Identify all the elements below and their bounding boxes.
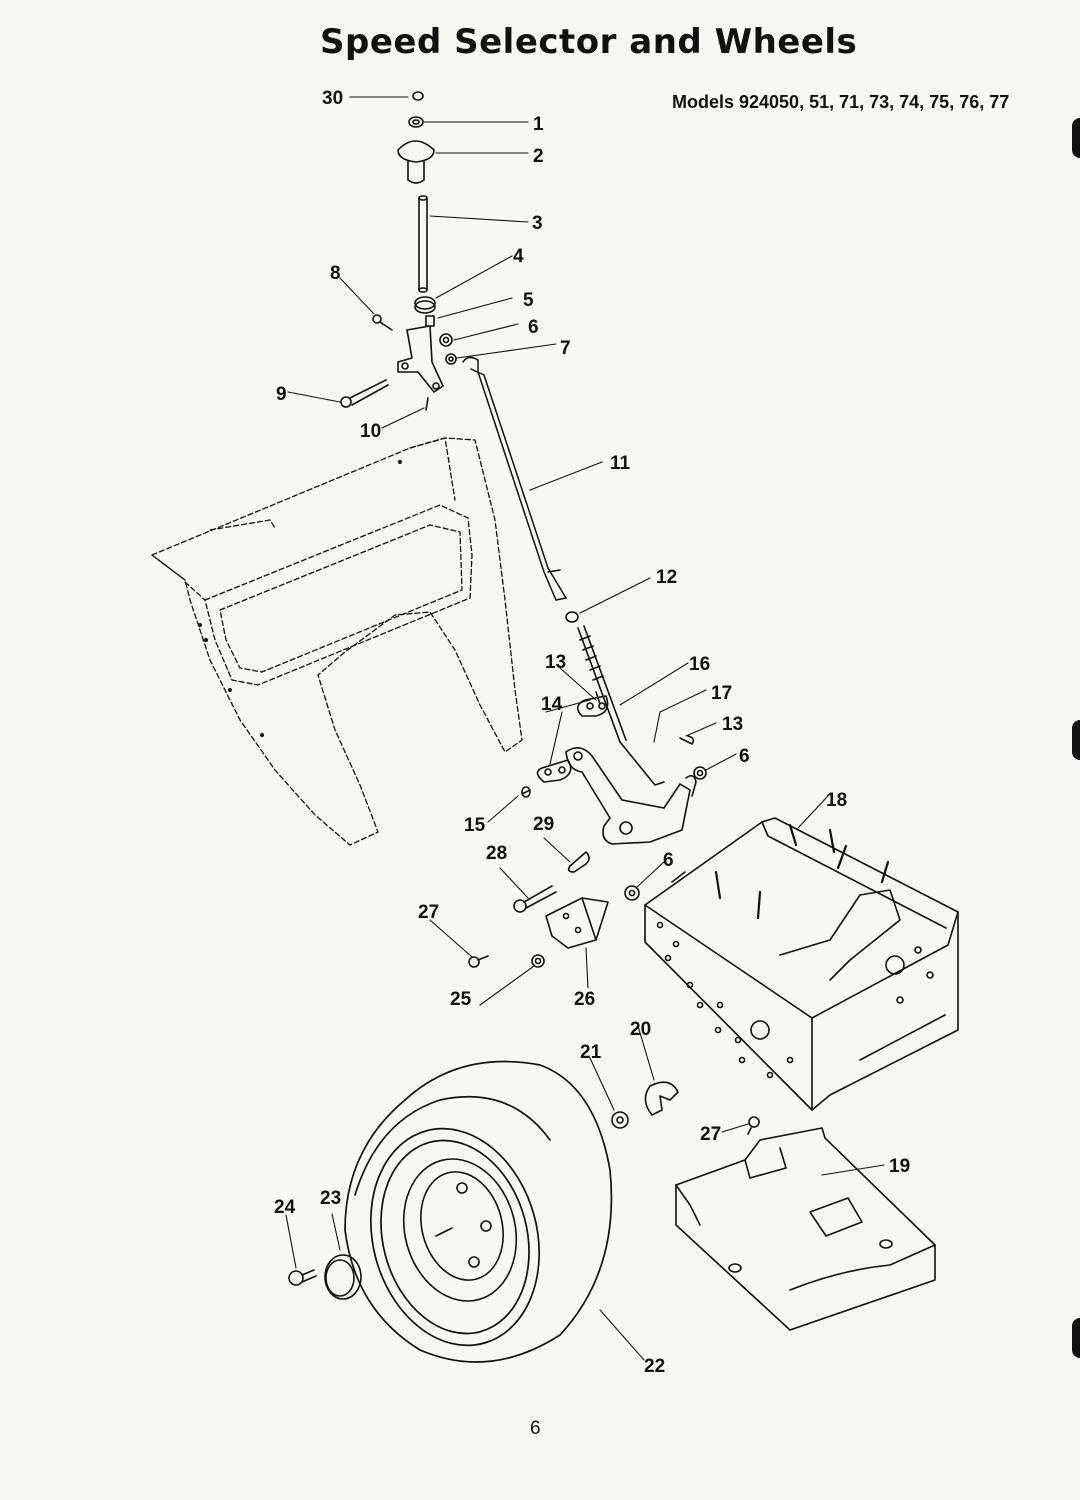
callout-27: 27 — [700, 1124, 721, 1145]
nut — [439, 333, 453, 347]
callout-14: 14 — [541, 694, 563, 715]
fender-outline — [151, 437, 523, 846]
callout-27: 27 — [418, 902, 439, 923]
callout-19: 19 — [889, 1156, 910, 1177]
callout-5: 5 — [523, 290, 534, 311]
binding-mark — [1072, 720, 1080, 760]
bolt — [340, 379, 389, 408]
transaxle-frame — [644, 817, 959, 1111]
callout-9: 9 — [276, 384, 287, 405]
callout-3: 3 — [532, 213, 543, 234]
nut — [693, 766, 707, 780]
binding-mark — [1072, 1318, 1080, 1358]
callout-12: 12 — [656, 567, 677, 588]
nut — [408, 116, 424, 128]
callout-10: 10 — [360, 421, 381, 442]
washer — [611, 1111, 629, 1129]
bolt — [747, 1116, 760, 1135]
nut — [531, 954, 545, 968]
callout-8: 8 — [330, 263, 341, 284]
wheel-rim — [402, 1158, 518, 1302]
bottom-cover — [675, 1127, 936, 1331]
bushing — [425, 315, 435, 327]
shift-lever — [565, 747, 697, 845]
callout-6: 6 — [663, 850, 674, 871]
callout-13: 13 — [722, 714, 743, 735]
callout-30: 30 — [322, 88, 343, 109]
link-plate — [576, 695, 609, 717]
fender-holes — [198, 460, 402, 737]
link-plate — [536, 759, 572, 783]
page-title: Speed Selector and Wheels — [320, 22, 858, 62]
callout-13: 13 — [545, 652, 566, 673]
ferrule — [565, 611, 579, 623]
callout-28: 28 — [486, 843, 507, 864]
callout-18: 18 — [826, 790, 847, 811]
callout-1: 1 — [533, 114, 544, 135]
bolt — [468, 955, 489, 968]
callout-4: 4 — [513, 246, 524, 267]
nut — [624, 885, 640, 901]
callout-15: 15 — [464, 815, 486, 836]
selector-shaft — [418, 195, 428, 293]
hub-cap — [324, 1254, 362, 1300]
hub-key — [644, 1081, 679, 1116]
models-label: Models 924050, 51, 71, 73, 74, 75, 76, 7… — [672, 92, 1010, 112]
callout-labels: 30 1 2 3 4 8 5 6 7 9 10 11 12 13 16 14 1… — [274, 88, 910, 1377]
wheel-tire — [344, 1060, 613, 1363]
pin — [567, 851, 590, 873]
frame-springs — [714, 823, 890, 920]
leader-lines — [285, 96, 885, 1361]
spring — [414, 296, 436, 314]
knob-insert — [412, 91, 424, 101]
callout-21: 21 — [580, 1042, 602, 1063]
callout-23: 23 — [320, 1188, 341, 1209]
pivot-bracket — [545, 897, 609, 949]
callout-6: 6 — [739, 746, 750, 767]
cotter-pin — [679, 735, 695, 745]
callout-22: 22 — [644, 1356, 665, 1377]
bolt — [288, 1269, 317, 1286]
callout-17: 17 — [711, 683, 732, 704]
page-number: 6 — [530, 1418, 541, 1439]
frame-holes — [656, 921, 934, 1079]
binding-mark — [1072, 118, 1080, 158]
pin — [521, 786, 531, 798]
callout-16: 16 — [689, 654, 710, 675]
callout-6: 6 — [528, 317, 539, 338]
washer — [445, 353, 457, 365]
callout-11: 11 — [610, 453, 631, 474]
selector-bracket — [397, 325, 444, 393]
callout-26: 26 — [574, 989, 595, 1010]
screw — [372, 314, 393, 331]
bolt — [513, 885, 557, 913]
callout-29: 29 — [533, 814, 554, 835]
callout-24: 24 — [274, 1197, 296, 1218]
cotter-pin — [425, 397, 429, 411]
knob — [397, 140, 435, 184]
callout-2: 2 — [533, 146, 544, 167]
speed-control-rod — [462, 356, 567, 601]
callout-20: 20 — [630, 1019, 651, 1040]
threaded-rod — [577, 625, 665, 786]
callout-7: 7 — [560, 338, 571, 359]
callout-25: 25 — [450, 989, 472, 1010]
